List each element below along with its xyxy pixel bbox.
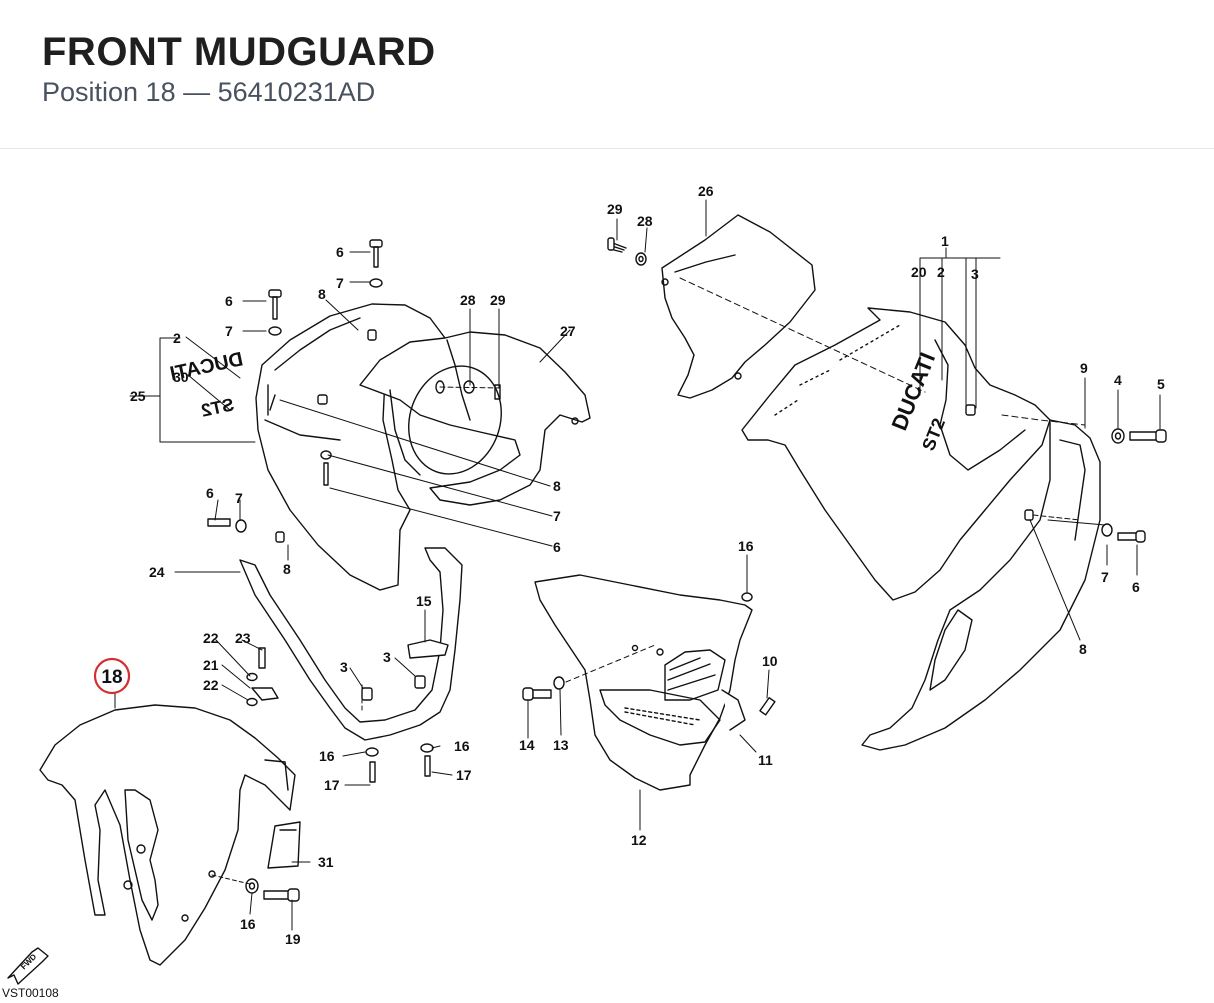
callout-29[interactable]: 29 <box>607 201 623 217</box>
fwd-arrow-icon: FWD <box>7 947 49 985</box>
part-18-front-mudguard[interactable] <box>39 704 296 966</box>
callout-7[interactable]: 7 <box>336 275 344 291</box>
left-upper-fairing[interactable] <box>255 303 446 591</box>
callout-22[interactable]: 22 <box>203 630 219 646</box>
callout-30[interactable]: 30 <box>173 369 189 385</box>
part-24-bracket[interactable] <box>239 547 463 783</box>
leader-lines <box>114 199 1161 931</box>
left-mid-fasteners[interactable] <box>207 518 285 543</box>
drawing-code: VST00108 <box>2 986 59 1000</box>
callout-7[interactable]: 7 <box>1101 569 1109 585</box>
highlight-callout-18[interactable]: 18 <box>93 657 131 695</box>
mudguard-fasteners[interactable] <box>245 878 300 902</box>
callout-31[interactable]: 31 <box>318 854 334 870</box>
callout-8[interactable]: 8 <box>318 286 326 302</box>
callout-6[interactable]: 6 <box>1132 579 1140 595</box>
bushing-3-right[interactable] <box>965 404 976 416</box>
callout-6[interactable]: 6 <box>206 485 214 501</box>
callout-14[interactable]: 14 <box>519 737 535 753</box>
callout-7[interactable]: 7 <box>235 490 243 506</box>
callout-3[interactable]: 3 <box>971 266 979 282</box>
bolt-5[interactable] <box>1129 429 1167 443</box>
callout-10[interactable]: 10 <box>762 653 778 669</box>
screw-29-top[interactable] <box>607 237 627 253</box>
lower-center-fasteners[interactable] <box>522 592 776 716</box>
callout-28[interactable]: 28 <box>460 292 476 308</box>
callout-16[interactable]: 16 <box>240 916 256 932</box>
highlight-label: 18 <box>101 667 122 688</box>
callout-6[interactable]: 6 <box>553 539 561 555</box>
callout-16[interactable]: 16 <box>319 748 335 764</box>
callout-20[interactable]: 20 <box>911 264 927 280</box>
washer-4[interactable] <box>1111 428 1125 444</box>
callout-21[interactable]: 21 <box>203 657 219 673</box>
page-title: FRONT MUDGUARD <box>42 30 436 74</box>
callout-24[interactable]: 24 <box>149 564 165 580</box>
callout-27[interactable]: 27 <box>560 323 576 339</box>
callout-16[interactable]: 16 <box>738 538 754 554</box>
clip-21-22-23[interactable] <box>246 647 279 707</box>
right-fairing-assembly[interactable]: DUCATI ST2 <box>741 307 1101 751</box>
callout-22[interactable]: 22 <box>203 677 219 693</box>
callout-3[interactable]: 3 <box>383 649 391 665</box>
part-12-lower-panel[interactable] <box>534 574 753 791</box>
callout-28[interactable]: 28 <box>637 213 653 229</box>
callout-26[interactable]: 26 <box>698 183 714 199</box>
callout-8[interactable]: 8 <box>283 561 291 577</box>
callout-labels: 26 29 28 1 20 2 3 6 7 8 6 7 28 29 27 2 3… <box>130 183 1165 947</box>
callout-7[interactable]: 7 <box>553 508 561 524</box>
callout-25[interactable]: 25 <box>130 388 146 404</box>
callout-13[interactable]: 13 <box>553 737 569 753</box>
callout-3[interactable]: 3 <box>340 659 348 675</box>
callout-16[interactable]: 16 <box>454 738 470 754</box>
right-lower-fasteners[interactable] <box>1024 509 1146 543</box>
callout-4[interactable]: 4 <box>1114 372 1122 388</box>
callout-8[interactable]: 8 <box>1079 641 1087 657</box>
callout-17[interactable]: 17 <box>456 767 472 783</box>
part-26-inner-panel[interactable] <box>661 214 816 399</box>
callout-17[interactable]: 17 <box>324 777 340 793</box>
callout-5[interactable]: 5 <box>1157 376 1165 392</box>
callout-8[interactable]: 8 <box>553 478 561 494</box>
callout-12[interactable]: 12 <box>631 832 647 848</box>
callout-15[interactable]: 15 <box>416 593 432 609</box>
callout-11[interactable]: 11 <box>758 752 773 768</box>
callout-23[interactable]: 23 <box>235 630 251 646</box>
callout-9[interactable]: 9 <box>1080 360 1088 376</box>
callout-2[interactable]: 2 <box>173 330 181 346</box>
callout-6[interactable]: 6 <box>225 293 233 309</box>
part-27-cowl[interactable] <box>359 331 591 506</box>
highlight-ring <box>93 657 131 695</box>
callout-1[interactable]: 1 <box>941 233 949 249</box>
washer-28-top[interactable] <box>635 252 647 266</box>
callout-19[interactable]: 19 <box>285 931 301 947</box>
page-subtitle: Position 18 — 56410231AD <box>42 77 376 107</box>
callout-6[interactable]: 6 <box>336 244 344 260</box>
callout-7[interactable]: 7 <box>225 323 233 339</box>
header: FRONT MUDGUARD Position 18 — 56410231AD <box>0 0 1214 149</box>
callout-29[interactable]: 29 <box>490 292 506 308</box>
part-31-pad[interactable] <box>267 821 301 869</box>
callout-2[interactable]: 2 <box>937 264 945 280</box>
decal-st2-left: ST2 <box>199 394 235 420</box>
